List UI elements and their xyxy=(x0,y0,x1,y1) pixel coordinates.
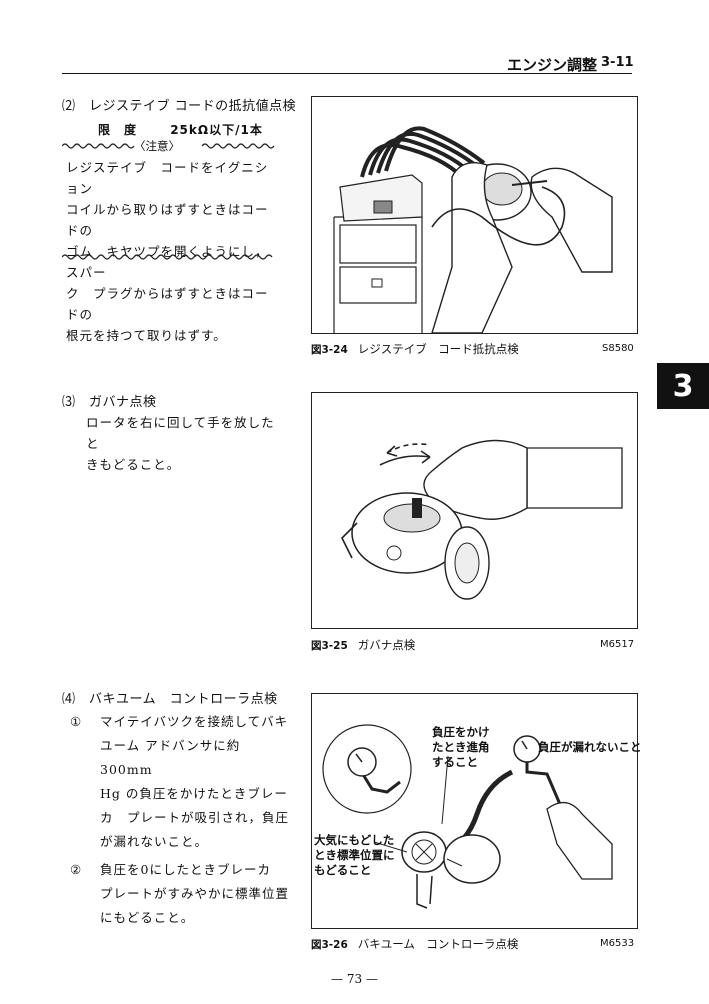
list-item-line: にもどること。 xyxy=(100,910,195,925)
note-top-rule xyxy=(62,143,275,149)
note-label: 〈注意〉 xyxy=(134,139,180,153)
resistive-cord-illustration xyxy=(333,126,613,334)
note-line: 根元を持つて取りはずす。 xyxy=(66,328,227,343)
figure-3-26-title: バキユーム コントローラ点検 xyxy=(357,937,519,951)
limit-label: 限 度 xyxy=(98,123,138,137)
page-number: — 73 — xyxy=(331,972,378,986)
section-3-title: ⑶ ガバナ点検 xyxy=(62,395,157,410)
figure-3-24-title: レジステイブ コード抵抗点検 xyxy=(357,342,519,356)
section-4-title: ⑷ バキユーム コントローラ点検 xyxy=(62,692,278,707)
note-bottom-rule xyxy=(62,254,273,260)
note-line: コイルから取りはずすときはコードの xyxy=(66,202,269,238)
figure-3-24 xyxy=(311,96,638,334)
vacuum-controller-illustration xyxy=(322,724,613,909)
limit-row: 限 度 25kΩ以下/1本 xyxy=(98,120,263,141)
header-rule xyxy=(62,73,632,74)
list-item-line: 負圧を0にしたときブレーカ xyxy=(100,862,271,877)
note-line: レジステイブ コードをイグニション xyxy=(66,160,269,196)
list-item-line: が漏れないこと。 xyxy=(100,834,209,849)
list-item-mark: ① xyxy=(70,714,83,729)
header-page-ref: 3-11 xyxy=(601,55,634,70)
section-3-body: ロータを右に回して手を放したと きもどること。 xyxy=(86,412,286,475)
figure-3-25-code: M6517 xyxy=(600,639,635,650)
figure-3-26 xyxy=(311,693,638,929)
figure-3-24-caption: 図3-24 レジステイブ コード抵抗点検 xyxy=(311,341,519,357)
list-item-line: Hg の負圧をかけたときブレー xyxy=(100,786,288,801)
list-item-line: マイテイバツクを接続してバキ xyxy=(100,714,289,729)
limit-value: 25kΩ以下/1本 xyxy=(170,123,263,137)
section-3-line: ロータを右に回して手を放したと xyxy=(86,415,275,451)
note-line: ク プラグからはずすときはコードの xyxy=(66,286,269,322)
section-2-title: ⑵ レジステイブ コードの抵抗値点検 xyxy=(62,99,297,114)
callout-advance: 負圧をかけ たとき進角 すること xyxy=(432,725,490,769)
list-item-mark: ② xyxy=(70,862,83,877)
figure-3-25-title: ガバナ点検 xyxy=(357,638,416,652)
callout-no-leak: 負圧が漏れないこと xyxy=(538,740,642,754)
figure-3-24-code: S8580 xyxy=(602,343,634,354)
figure-3-25-caption: 図3-25 ガバナ点検 xyxy=(311,637,415,653)
callout-return: 大気にもどした とき標準位置に もどること xyxy=(314,833,395,877)
list-item-line: カ プレートが吸引され，負圧 xyxy=(100,810,290,825)
list-item: ① マイテイバツクを接続してバキ ユーム アドバンサに約300mm Hg の負圧… xyxy=(70,710,290,854)
figure-3-26-caption: 図3-26 バキユーム コントローラ点検 xyxy=(311,936,518,952)
figure-3-25-no: 図3-25 xyxy=(311,640,348,652)
list-item-line: ユーム アドバンサに約300mm xyxy=(100,738,241,777)
chapter-tab: 3 xyxy=(657,363,709,409)
figure-3-24-no: 図3-24 xyxy=(311,344,348,356)
note-body: レジステイブ コードをイグニション コイルから取りはずすときはコードの ゴム キ… xyxy=(66,157,281,346)
section-3-line: きもどること。 xyxy=(86,457,181,472)
list-item: ② 負圧を0にしたときブレーカ プレートがすみやかに標準位置 にもどること。 xyxy=(70,858,290,930)
figure-3-26-code: M6533 xyxy=(600,938,635,949)
figure-3-25 xyxy=(311,392,638,629)
header-title: エンジン調整 xyxy=(506,56,597,74)
list-item-line: プレートがすみやかに標準位置 xyxy=(100,886,290,901)
section-4-body: ① マイテイバツクを接続してバキ ユーム アドバンサに約300mm Hg の負圧… xyxy=(70,710,290,930)
governor-illustration xyxy=(341,439,623,600)
note-line: ゴム キヤツプを開くようにし，スパー xyxy=(66,244,269,280)
figure-3-26-no: 図3-26 xyxy=(311,939,348,951)
